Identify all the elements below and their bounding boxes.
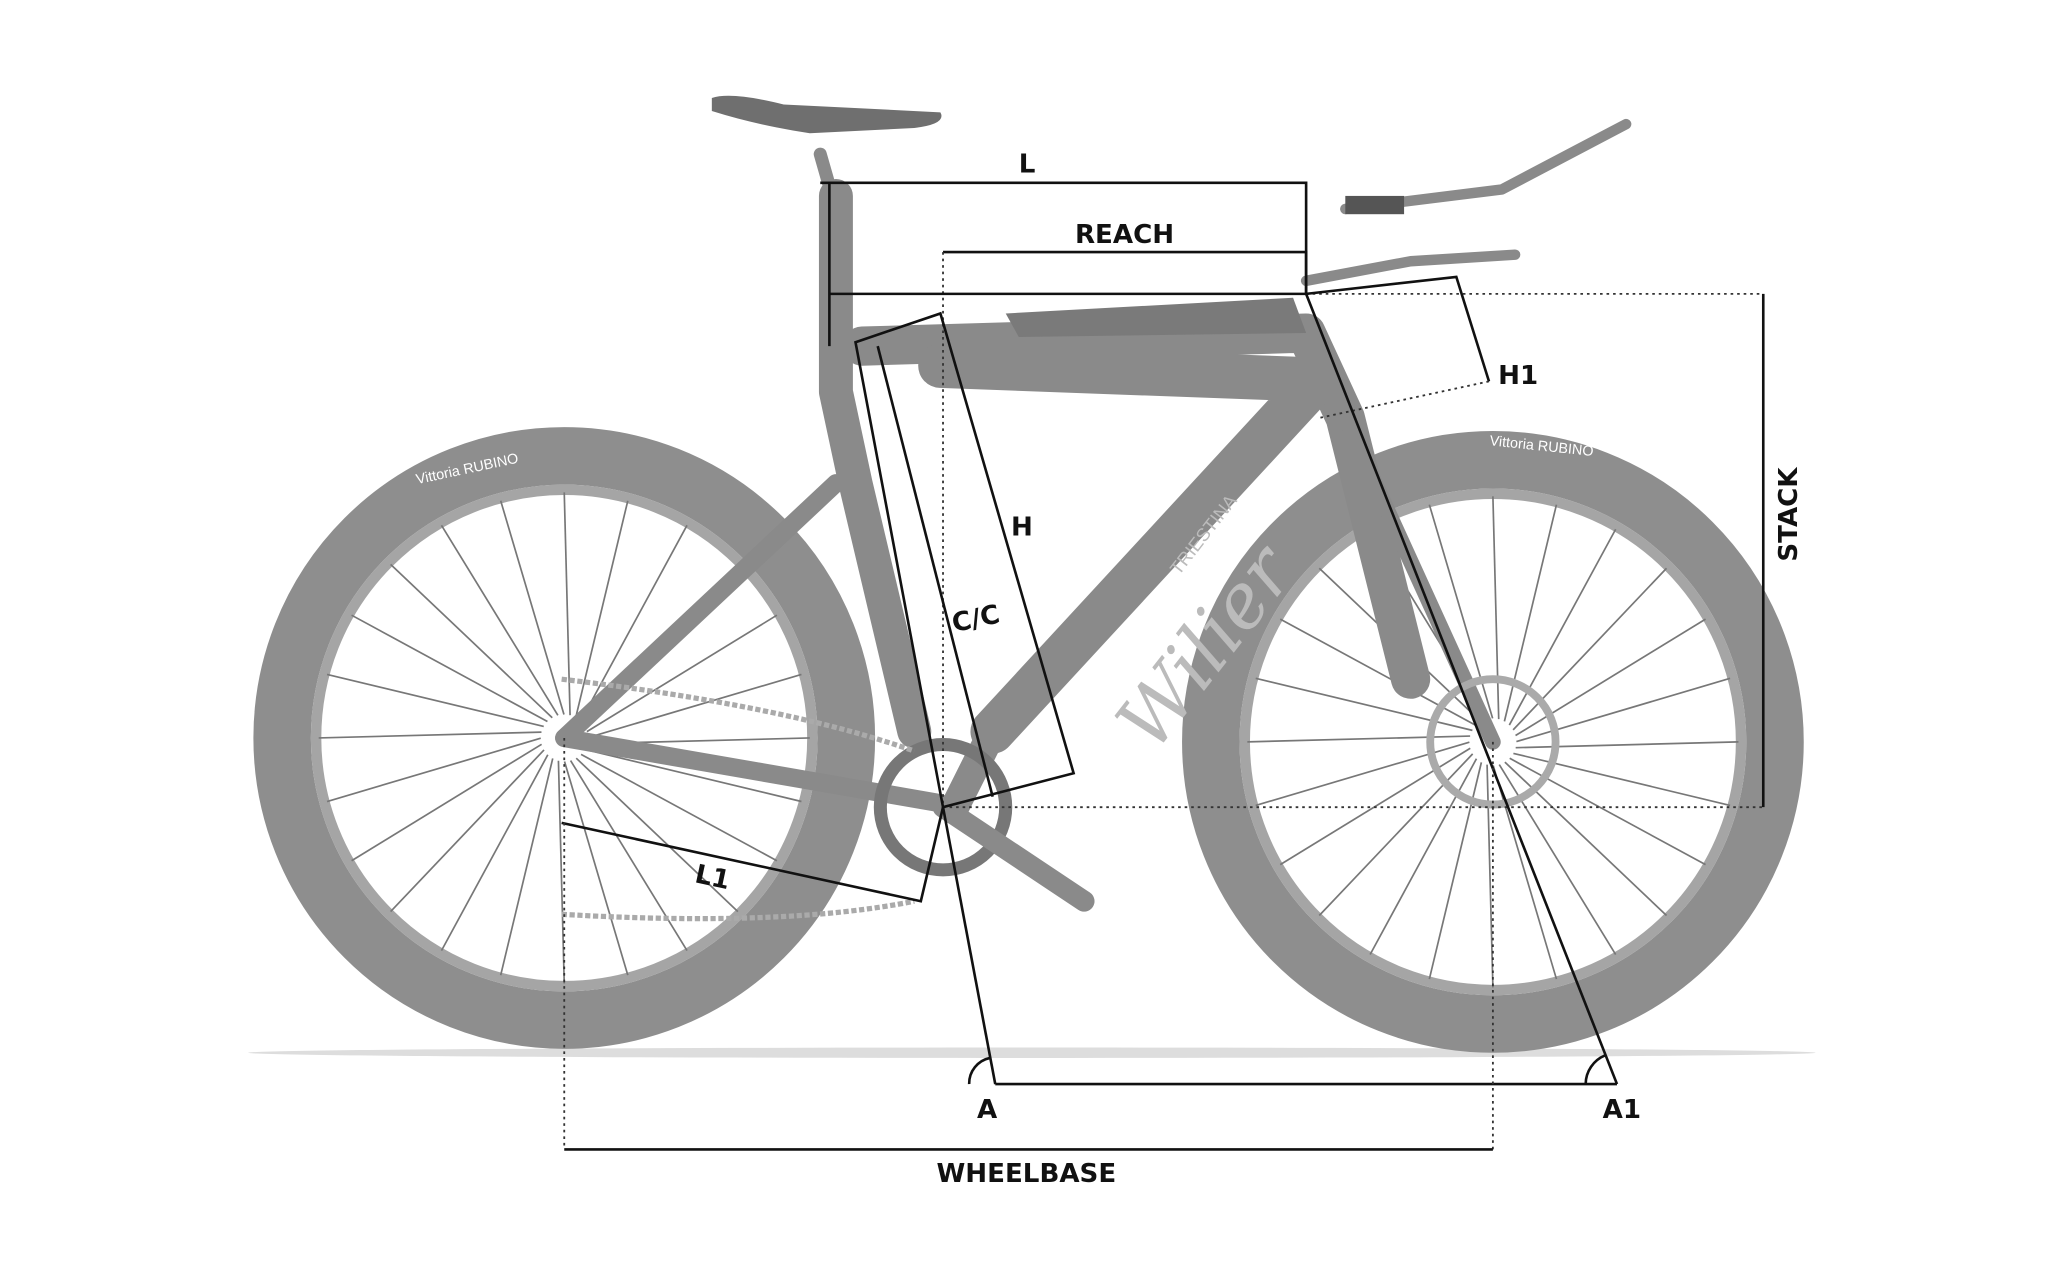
spoke (326, 673, 544, 728)
label-h: H (1011, 513, 1033, 543)
spoke (1247, 735, 1471, 743)
spoke (563, 761, 629, 976)
spoke (1369, 758, 1478, 955)
spoke (574, 500, 629, 718)
spoke (389, 749, 545, 913)
spoke (390, 563, 553, 719)
ground-shadow (248, 1047, 1816, 1058)
spoke (326, 737, 541, 803)
label-reach: REACH (1075, 220, 1174, 250)
spoke (587, 673, 802, 739)
spoke (318, 731, 542, 739)
spoke (1515, 741, 1739, 749)
label-l1: L1 (692, 860, 732, 897)
spoke (440, 524, 559, 716)
spoke (557, 760, 566, 984)
spoke (580, 753, 778, 862)
label-l: L (1019, 149, 1036, 179)
spoke (1498, 764, 1617, 955)
spoke (586, 614, 778, 733)
label-stack: STACK (1774, 466, 1804, 562)
spoke (569, 760, 688, 952)
label-a1: A1 (1603, 1095, 1641, 1125)
spoke (1515, 618, 1706, 737)
geometry-lines (561, 181, 1765, 1151)
spoke (440, 754, 549, 952)
label-h1: H1 (1498, 361, 1538, 391)
spoke (579, 524, 688, 722)
spoke (575, 757, 739, 913)
spoke (563, 492, 571, 716)
label-wheelbase: WHEELBASE (936, 1159, 1116, 1189)
spoke (1509, 757, 1706, 866)
spoke (351, 614, 548, 723)
spoke (1492, 496, 1500, 720)
spoke (1508, 528, 1617, 726)
spoke (499, 758, 554, 976)
spoke (499, 500, 565, 715)
label-cc: C/C (949, 600, 1002, 639)
spoke (351, 743, 543, 862)
spoke (584, 748, 802, 803)
spoke (1486, 764, 1494, 988)
label-a: A (977, 1095, 998, 1125)
